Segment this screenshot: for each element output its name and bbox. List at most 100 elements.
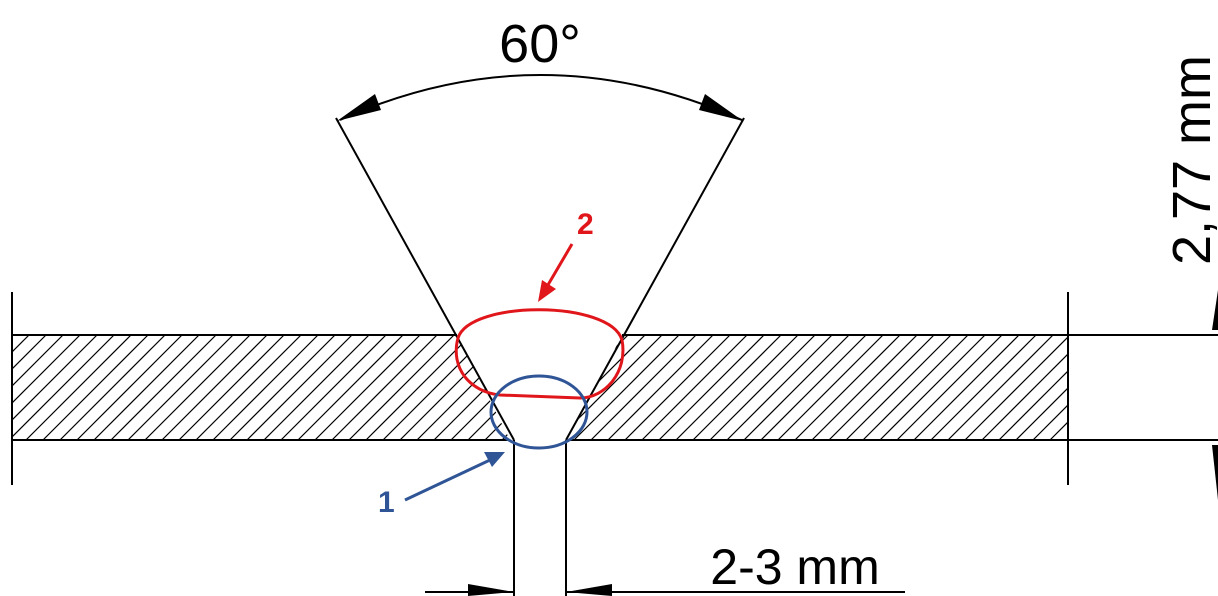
right-bevel-line: [565, 117, 745, 441]
angle-arrowhead-left: [337, 94, 381, 121]
hatch-line: [76, 335, 183, 440]
hatch-line: [621, 335, 726, 440]
callout-1-arrowhead: [484, 452, 505, 467]
hatch-line: [675, 335, 782, 440]
hatch-line: [624, 335, 731, 440]
hatch-line: [229, 335, 336, 440]
hatch-line: [1169, 335, 1218, 440]
hatch-line: [12, 335, 81, 440]
left-plate: [11, 292, 726, 485]
hatch-line: [501, 335, 510, 440]
hatch-line: [828, 335, 935, 440]
hatch-line: [399, 335, 506, 440]
thickness-arrowhead-bottom: [1212, 445, 1218, 500]
hatch-line: [12, 335, 47, 440]
thickness-label: 2,77 mm: [1162, 55, 1218, 265]
right-plate: [455, 292, 1218, 485]
gap-arrowhead-left: [468, 584, 514, 596]
hatch-line: [1032, 335, 1068, 440]
hatch-line: [930, 335, 1037, 440]
left-plate-hatching: [12, 335, 726, 440]
callout-1-leader: [404, 458, 491, 502]
left-bevel-line: [335, 117, 515, 441]
hatch-line: [587, 335, 692, 440]
hatch-line: [12, 335, 64, 440]
hatch-line: [896, 335, 1003, 440]
hatch-line: [845, 335, 952, 440]
right-plate-hatching: [455, 335, 1218, 440]
hatch-line: [998, 335, 1068, 440]
cap-zone-marker-2: [454, 308, 625, 400]
hatch-line: [93, 335, 200, 440]
hatch-line: [726, 335, 833, 440]
hatch-line: [1015, 335, 1068, 440]
hatch-line: [12, 335, 98, 440]
hatch-line: [433, 335, 510, 440]
hatch-line: [382, 335, 489, 440]
hatch-line: [1084, 335, 1189, 440]
gap-arrowhead-right: [566, 584, 612, 596]
angle-dimension-arc: [339, 74, 743, 121]
hatch-line: [981, 335, 1068, 440]
hatch-line: [1101, 335, 1206, 440]
hatch-line: [879, 335, 986, 440]
callout-2-label: 2: [577, 208, 594, 241]
hatch-line: [573, 335, 680, 440]
callout-2-leader: [543, 243, 574, 291]
hatch-line: [607, 335, 714, 440]
hatch-line: [263, 335, 370, 440]
hatch-line: [641, 335, 748, 440]
hatch-line: [297, 335, 404, 440]
hatch-line: [1049, 335, 1068, 440]
hatch-line: [590, 335, 697, 440]
callout-1-label: 1: [378, 486, 395, 519]
hatch-line: [709, 335, 816, 440]
hatch-line: [455, 335, 560, 440]
hatch-line: [246, 335, 353, 440]
gap-label: 2-3 mm: [710, 539, 879, 595]
hatch-line: [195, 335, 302, 440]
hatch-line: [144, 335, 251, 440]
hatch-line: [1135, 335, 1218, 440]
hatch-line: [42, 335, 149, 440]
hatch-line: [811, 335, 918, 440]
hatch-line: [1118, 335, 1218, 440]
hatch-line: [568, 335, 646, 440]
angle-arrowhead-right: [699, 94, 743, 121]
hatch-line: [862, 335, 969, 440]
hatch-line: [743, 335, 850, 440]
hatch-line: [692, 335, 799, 440]
hatch-line: [568, 335, 578, 440]
hatch-line: [604, 335, 709, 440]
hatch-line: [331, 335, 438, 440]
hatch-line: [536, 335, 641, 440]
hatch-line: [658, 335, 765, 440]
hatch-line: [467, 335, 510, 440]
hatch-line: [947, 335, 1054, 440]
hatch-line: [760, 335, 867, 440]
hatch-line: [913, 335, 1020, 440]
hatch-line: [1152, 335, 1218, 440]
hatch-line: [314, 335, 421, 440]
hatch-line: [794, 335, 901, 440]
hatch-line: [12, 335, 13, 440]
hatch-line: [365, 335, 472, 440]
angle-label: 60°: [499, 14, 581, 74]
root-zone-marker-1: [489, 374, 589, 450]
callout-2-arrowhead: [538, 280, 556, 302]
thickness-arrowhead-top: [1212, 290, 1218, 330]
hatch-line: [59, 335, 166, 440]
hatch-line: [161, 335, 268, 440]
hatch-line: [964, 335, 1068, 440]
hatch-line: [280, 335, 387, 440]
hatch-line: [348, 335, 455, 440]
hatch-line: [777, 335, 884, 440]
hatch-line: [1066, 335, 1068, 440]
hatch-line: [110, 335, 217, 440]
hatch-line: [178, 335, 285, 440]
hatch-line: [12, 335, 115, 440]
hatch-line: [127, 335, 234, 440]
hatch-line: [212, 335, 319, 440]
